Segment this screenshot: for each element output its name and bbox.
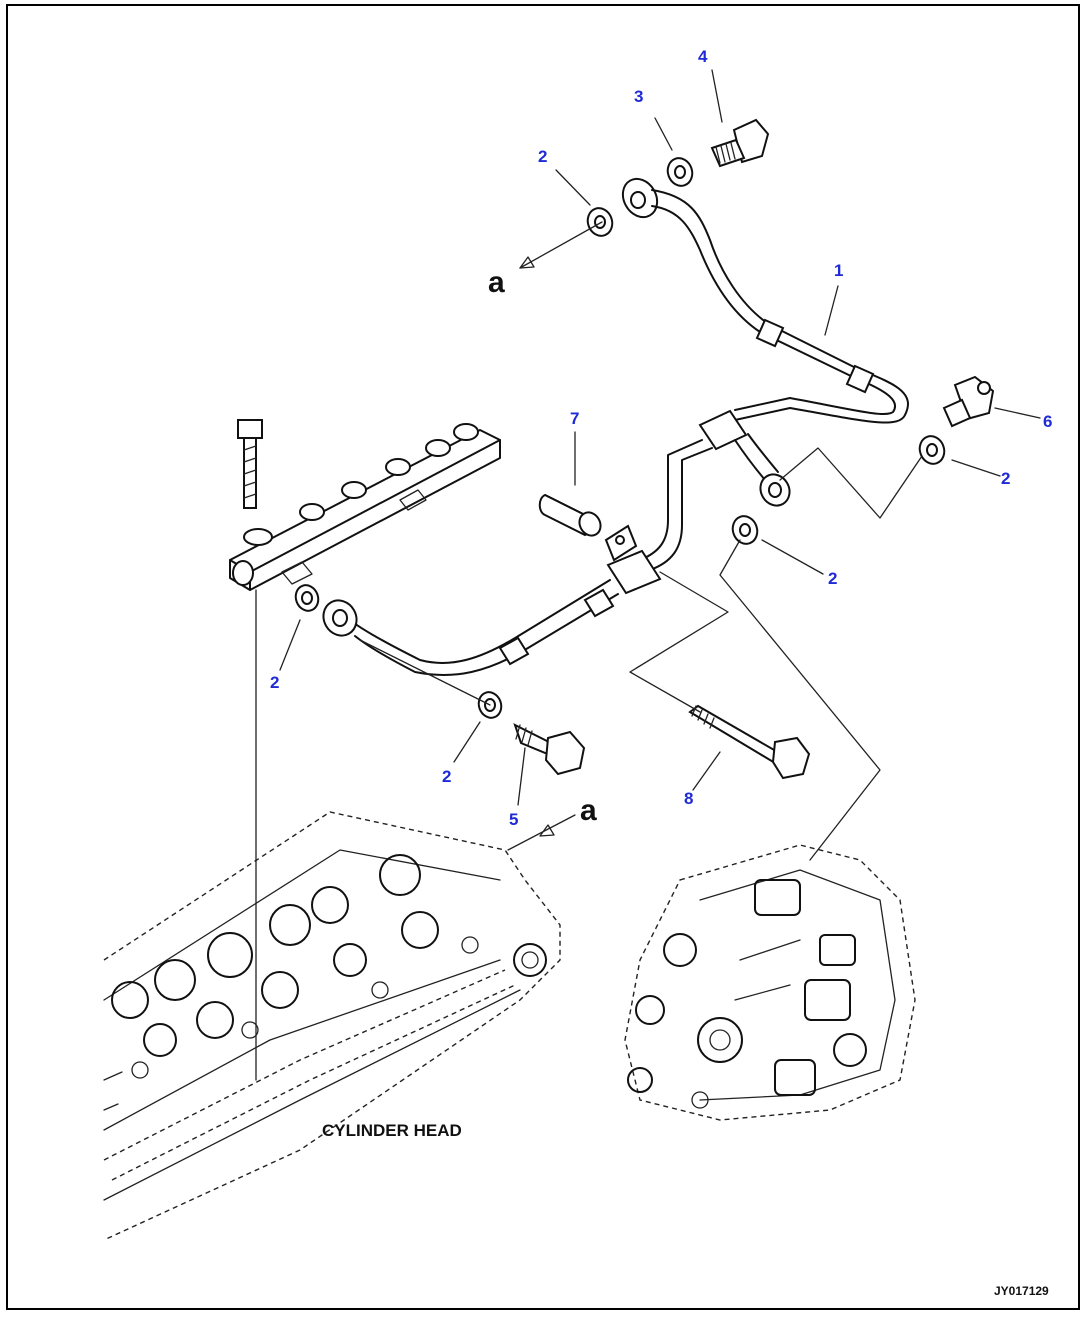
leader-lines [255, 221, 923, 1081]
callout-2-e: 2 [442, 767, 451, 786]
callout-leaders [279, 69, 1041, 806]
callout-2-a: 2 [538, 147, 547, 166]
part-2-washer-top [586, 207, 614, 237]
callout-6: 6 [1043, 412, 1052, 431]
reference-mark-a-top: a [488, 266, 505, 299]
callout-5: 5 [509, 810, 518, 829]
callout-4: 4 [698, 47, 708, 66]
cylinder-head-label: CYLINDER HEAD [322, 1121, 462, 1140]
part-2-washer-mid [731, 515, 759, 545]
part-4-banjo-bolt [710, 118, 770, 168]
diagram-frame [6, 4, 1080, 1310]
callout-2-d: 2 [270, 673, 279, 692]
part-2-washer-right [918, 435, 946, 465]
cylinder-head [103, 811, 561, 1241]
callout-3: 3 [634, 87, 643, 106]
part-1-fuel-pipe [322, 177, 909, 676]
part-8-bolt [688, 704, 811, 780]
part-7-spacer [538, 493, 602, 537]
callout-1: 1 [834, 261, 843, 280]
callout-2-b: 2 [1001, 469, 1010, 488]
part-5-banjo-bolt [513, 723, 586, 776]
fuel-rail [229, 419, 501, 612]
reference-mark-a-bottom: a [580, 794, 597, 827]
callout-8: 8 [684, 789, 693, 808]
part-3-washer [666, 157, 694, 187]
drawing-code: JY017129 [994, 1284, 1049, 1298]
callout-2-c: 2 [828, 569, 837, 588]
fuel-supply-pump [624, 844, 916, 1121]
part-6-connector [942, 375, 995, 428]
callout-7: 7 [570, 409, 579, 428]
